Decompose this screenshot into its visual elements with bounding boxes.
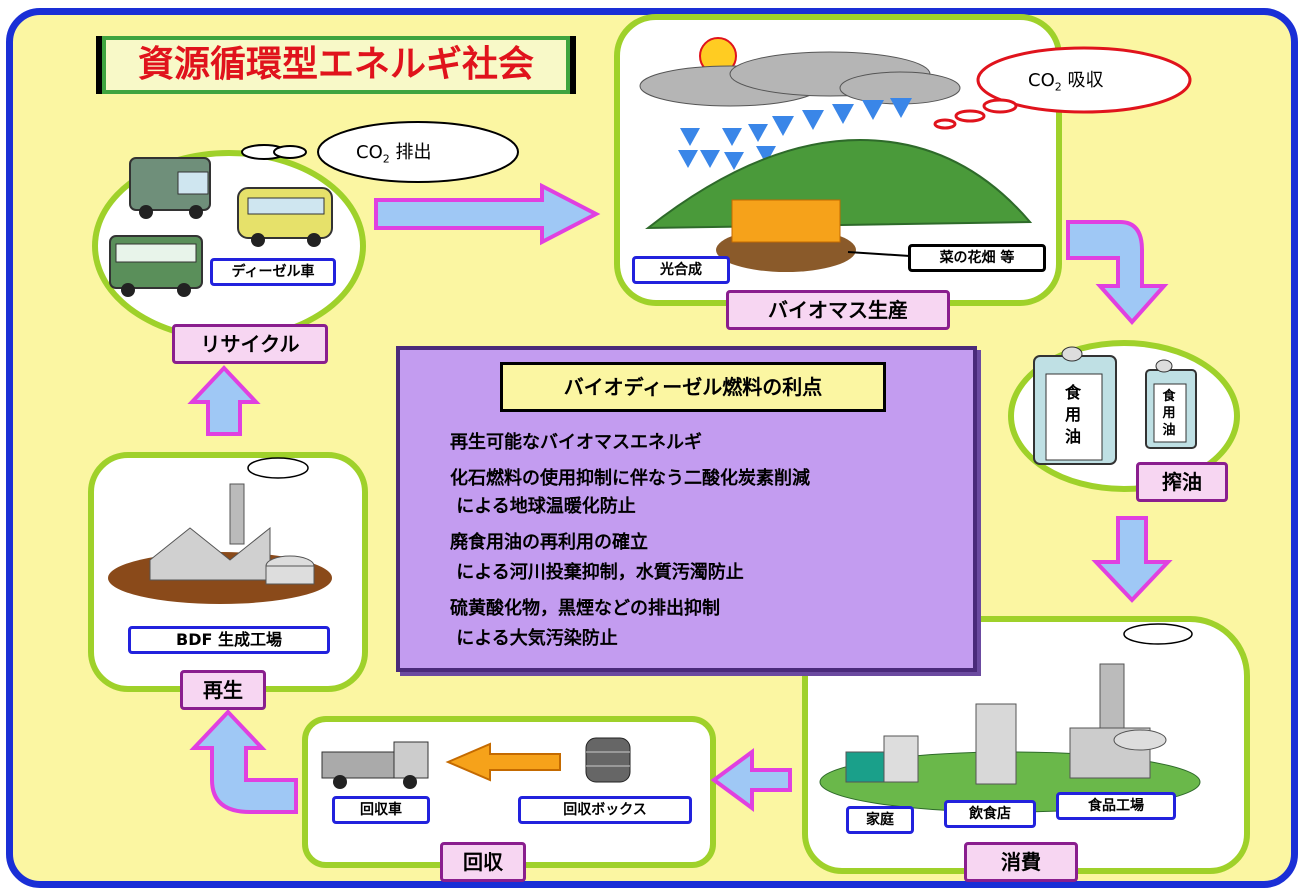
regeneration-label: 再生 — [180, 670, 266, 710]
collection-label: 回収 — [440, 842, 526, 882]
arrow-pressing-to-consumption — [1091, 516, 1173, 603]
emission-text: 排出 — [395, 142, 432, 163]
consumption-label: 消費 — [964, 842, 1078, 882]
recycle-label: リサイクル — [172, 324, 328, 364]
consumption-smoke-icon — [1123, 623, 1193, 645]
absorption-cloud — [933, 46, 1192, 130]
photosynthesis-label: 光合成 — [632, 256, 730, 284]
emission-cloud — [241, 121, 519, 183]
truck-icon — [129, 157, 211, 219]
absorption-cloud-text: CO2 吸収 — [1028, 66, 1103, 94]
pressing-label: 搾油 — [1136, 462, 1228, 502]
food-factory-label: 食品工場 — [1056, 792, 1176, 820]
arrow-biomass-to-pressing — [1066, 220, 1169, 326]
bus-icon — [237, 187, 333, 247]
flower-field-icon — [716, 199, 856, 272]
oil-can-large-icon — [1033, 346, 1117, 465]
advantage-line-3: による地球温暖化防止 — [450, 496, 636, 517]
rain-arrows — [678, 98, 912, 170]
collection-truck-icon — [321, 741, 429, 789]
emission-co2-sub: 2 — [382, 152, 390, 166]
oil-can-small-icon — [1145, 359, 1197, 449]
rain-cloud-icon — [639, 51, 961, 107]
collection-box-icon — [585, 737, 631, 783]
advantage-line-6: 硫黄酸化物，黒煙などの排出抑制 — [450, 598, 720, 619]
advantage-line-4: 廃食用油の再利用の確立 — [450, 532, 648, 553]
smoke-cloud-icon — [247, 457, 309, 479]
rapeseed-field-label: 菜の花畑 等 — [908, 244, 1046, 272]
home-label: 家庭 — [846, 806, 914, 834]
arrow-recycle-to-biomass — [374, 182, 601, 246]
diesel-bus-icon — [109, 235, 203, 297]
collection-truck-label: 回収車 — [332, 796, 430, 824]
collection-box-label: 回収ボックス — [518, 796, 692, 824]
bdf-factory-label: BDF 生成工場 — [128, 626, 330, 654]
absorption-co2: CO — [1028, 70, 1055, 91]
advantage-line-7: による大気汚染防止 — [450, 628, 618, 649]
biomass-label: バイオマス生産 — [726, 290, 950, 330]
arrow-consumption-to-collection — [710, 748, 792, 812]
absorption-text: 吸収 — [1067, 70, 1104, 91]
emission-co2: CO — [356, 142, 383, 163]
advantage-line-2: 化石燃料の使用抑制に伴なう二酸化炭素削減 — [450, 468, 810, 489]
oil-can-large-text: 食用油 — [1064, 383, 1081, 446]
advantages-heading: バイオディーゼル燃料の利点 — [500, 362, 886, 412]
absorption-co2-sub: 2 — [1054, 80, 1062, 94]
diesel-car-label: ディーゼル車 — [210, 258, 336, 286]
city-icon — [819, 663, 1201, 813]
page-title: 資源循環型エネルギ社会 — [96, 36, 576, 94]
orange-arrow-icon — [445, 742, 561, 782]
arrow-collection-to-regeneration — [189, 709, 298, 814]
advantage-line-1: 再生可能なバイオマスエネルギ — [450, 432, 702, 453]
bdf-factory-icon — [108, 483, 332, 604]
arrow-regeneration-to-recycle — [187, 365, 261, 436]
emission-cloud-text: CO2 排出 — [356, 138, 431, 166]
oil-can-small-text: 食用油 — [1162, 389, 1176, 438]
advantage-line-5: による河川投棄抑制，水質汚濁防止 — [450, 562, 744, 583]
restaurant-label: 飲食店 — [944, 800, 1036, 828]
